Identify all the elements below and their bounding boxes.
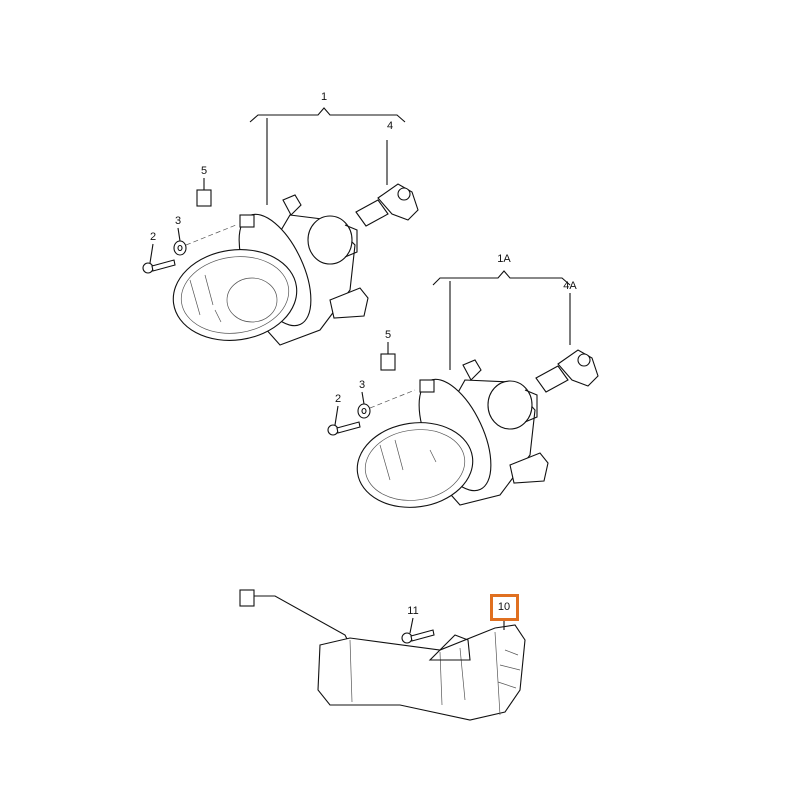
highlight-box <box>490 594 519 621</box>
callout-11: 11 <box>407 605 419 617</box>
screw-11 <box>401 617 435 644</box>
callout-4a: 4A <box>563 280 577 292</box>
screw-2-mid <box>327 405 361 436</box>
clip-5-mid <box>380 342 396 371</box>
washer-3-top <box>173 224 237 256</box>
callout-2-top: 2 <box>149 231 157 243</box>
callout-3-top: 3 <box>174 215 182 227</box>
callout-3-mid: 3 <box>358 379 366 391</box>
callout-2-mid: 2 <box>334 393 342 405</box>
fog-lamp-1a <box>356 359 549 508</box>
callout-5-top: 5 <box>200 165 208 177</box>
screw-2-top <box>142 243 176 274</box>
bulb-4a <box>535 349 599 393</box>
assembly-1a-bracket <box>432 270 571 370</box>
assembly-1-bracket <box>249 107 406 205</box>
callout-1: 1 <box>320 91 328 103</box>
bulb-4 <box>355 183 419 227</box>
clip-5-top <box>196 178 212 207</box>
fog-lamp-1 <box>172 194 369 346</box>
callout-10[interactable]: 10 <box>497 601 511 613</box>
indicator-lamp-10 <box>239 589 526 721</box>
callout-4: 4 <box>386 120 394 132</box>
callout-1a: 1A <box>497 253 511 265</box>
callout-5-mid: 5 <box>384 329 392 341</box>
washer-3-mid <box>357 389 416 419</box>
